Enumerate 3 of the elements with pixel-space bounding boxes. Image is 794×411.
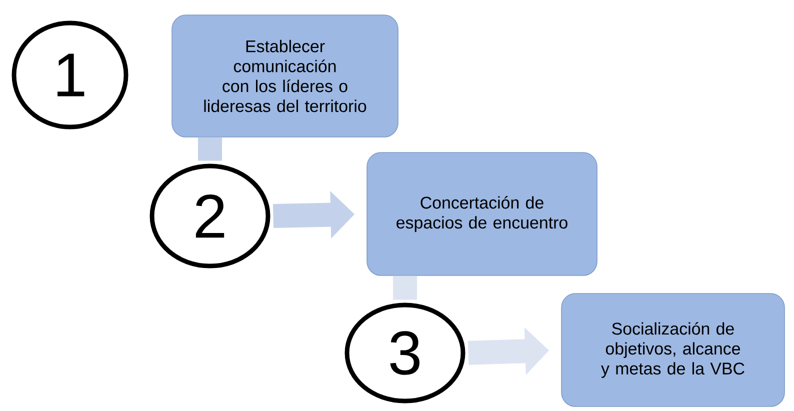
process-box: Establecer comunicación con los líderes o lideresas del territorio: [172, 14, 398, 138]
process-box: Concertación de espacios de encuentro: [366, 152, 598, 276]
process-box: Socialización de objetivos, alcance y metas de la VBC: [561, 293, 785, 407]
